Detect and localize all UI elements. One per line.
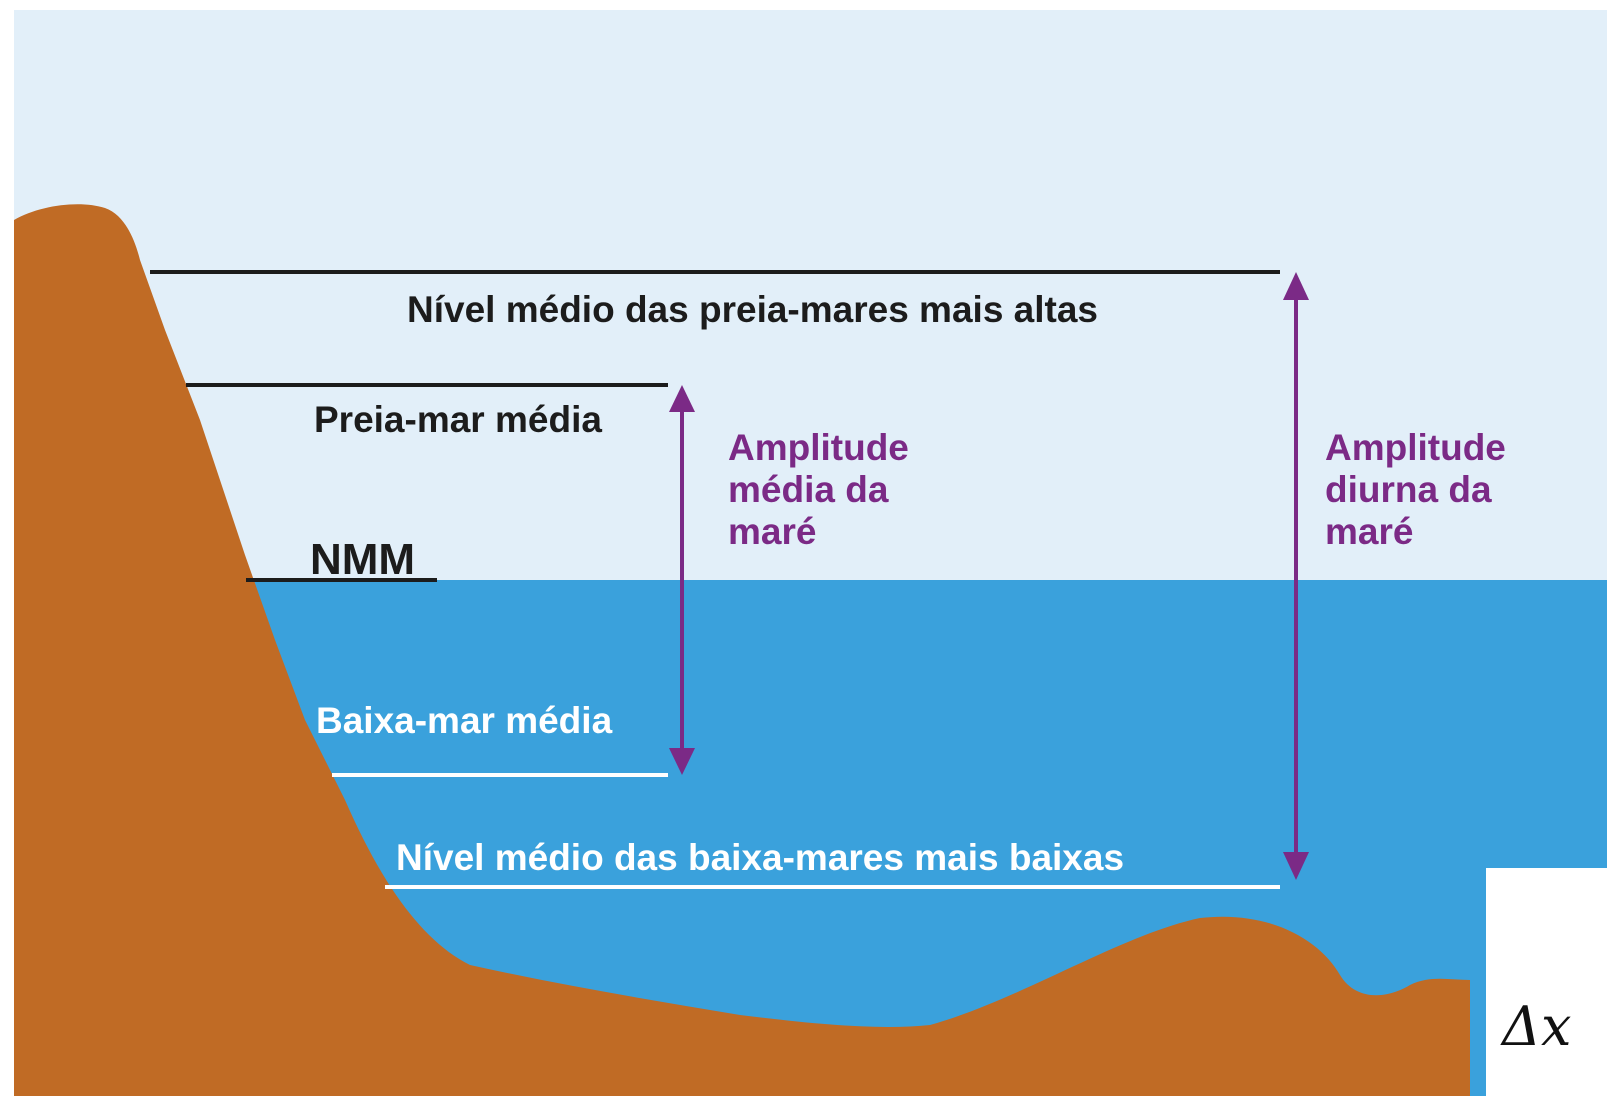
highest-high-label: Nível médio das preia-mares mais altas [407,289,1098,330]
mean-range-line-3: maré [728,511,816,552]
mean-range-line-1: Amplitude [728,427,909,468]
nmm-label: NMM [310,535,415,584]
corner-inset-box [1486,868,1607,1096]
lowest-low-label: Nível médio das baixa-mares mais baixas [396,837,1124,878]
diurnal-range-line-3: maré [1325,511,1413,552]
delta-x-label: Δx [1500,995,1571,1058]
mean-high-label: Preia-mar média [314,399,602,440]
diurnal-range-arrow [1283,272,1309,880]
diurnal-range-label: Amplitude diurna da maré [1325,427,1506,552]
diurnal-range-line-1: Amplitude [1325,427,1506,468]
mean-range-arrow [669,385,695,775]
mean-range-label: Amplitude média da maré [728,427,909,552]
sky-area [14,10,1607,580]
land-profile [14,204,1470,1096]
mean-low-label: Baixa-mar média [316,700,613,741]
mean-range-line-2: média da [728,469,889,510]
diurnal-range-line-2: diurna da [1325,469,1492,510]
